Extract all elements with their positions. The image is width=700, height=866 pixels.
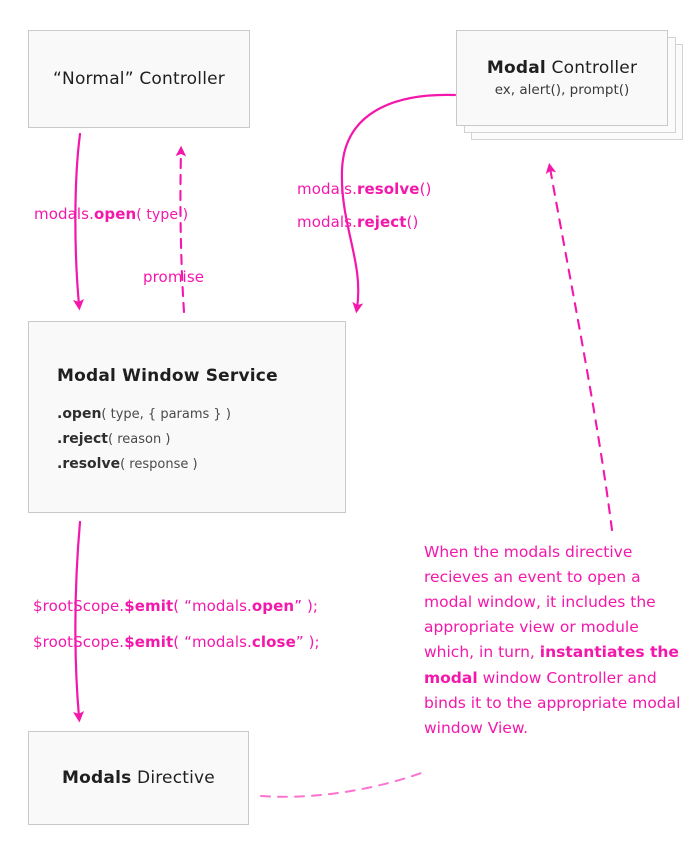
edge-promise-arrow (175, 145, 187, 314)
node-normal-controller-label-rest: Controller (133, 69, 225, 89)
node-modals-directive-label-rest: Directive (131, 768, 215, 788)
edge-label-modals-reject-prefix: modals. (297, 213, 357, 231)
node-normal-controller-label-quoted: “Normal” (53, 69, 134, 89)
service-method-resolve-name: .resolve (57, 455, 121, 472)
edge-label-modals-open-method: open (93, 205, 137, 223)
edge-label-emit-open-event: open (251, 597, 295, 615)
edge-label-emit-close-prefix: $rootScope. (33, 633, 125, 651)
service-method-open: .open( type, { params } ) (57, 402, 231, 427)
node-modal-controller-label: Modal Controller (487, 58, 637, 78)
edge-label-emit-open: $rootScope.$emit( “modals.open” ); (33, 597, 318, 615)
edge-label-emit-open-close: ” ); (294, 597, 319, 615)
annotation-part-1: When the modals directive recieves an ev… (424, 543, 656, 662)
edge-label-modals-open: modals.open( type ) (34, 205, 188, 223)
service-method-reject-args: ( reason ) (108, 431, 171, 447)
edge-directive-to-annotation-link (260, 771, 425, 798)
node-modal-controller[interactable]: Modal Controller ex, alert(), prompt() (456, 30, 668, 126)
edge-label-modals-resolve-prefix: modals. (297, 180, 357, 198)
edge-label-modals-reject-args: () (406, 213, 419, 231)
node-normal-controller-label: “Normal” Controller (53, 69, 225, 89)
edge-modals-resolve-reject-arrow (340, 93, 457, 314)
edge-label-modals-reject-method: reject (356, 213, 407, 231)
node-modal-controller-label-rest: Controller (545, 58, 638, 78)
edge-label-modals-resolve-args: () (419, 180, 432, 198)
node-modals-directive[interactable]: Modals Directive (28, 731, 249, 825)
service-method-resolve: .resolve( response ) (57, 452, 198, 477)
edge-label-emit-open-prefix: $rootScope. (33, 597, 125, 615)
node-modal-controller-subtitle: ex, alert(), prompt() (494, 82, 630, 98)
edge-label-modals-open-args: ( type ) (136, 207, 189, 223)
node-modal-window-service-title: Modal Window Service (57, 366, 278, 386)
node-normal-controller[interactable]: “Normal” Controller (28, 30, 250, 128)
edge-label-emit-close: $rootScope.$emit( “modals.close” ); (33, 633, 320, 651)
edge-label-emit-close-event: close (251, 633, 296, 651)
edge-label-promise-text: promise (143, 268, 205, 286)
edge-label-modals-resolve: modals.resolve() (297, 180, 431, 198)
node-modal-controller-label-strong: Modal (486, 58, 546, 78)
edge-label-emit-open-method: $emit (124, 597, 174, 615)
service-method-open-name: .open (57, 406, 102, 422)
service-method-resolve-args: ( response ) (120, 456, 198, 472)
annotation-text: When the modals directive recieves an ev… (424, 540, 686, 741)
edge-label-emit-close-method: $emit (124, 633, 174, 651)
node-modals-directive-label-strong: Modals (62, 768, 132, 788)
node-modals-directive-label: Modals Directive (62, 768, 215, 788)
edge-label-emit-close-paren: ( “modals. (173, 633, 252, 651)
edge-label-modals-open-prefix: modals. (34, 205, 94, 223)
edge-label-emit-open-paren: ( “modals. (173, 597, 252, 615)
edge-label-modals-reject: modals.reject() (297, 213, 418, 231)
node-modal-window-service[interactable]: Modal Window Service .open( type, { para… (28, 321, 346, 513)
annotation-bold-run: instantiates the modal (424, 643, 679, 687)
edge-label-modals-resolve-method: resolve (356, 180, 420, 198)
service-method-reject: .reject( reason ) (57, 427, 170, 452)
edge-annotation-to-modal-controller-arrow (545, 162, 614, 532)
edge-rootscope-emit-arrow (73, 520, 84, 723)
service-method-open-args: ( type, { params } ) (101, 407, 231, 422)
edge-label-promise: promise (143, 268, 204, 286)
service-method-reject-name: .reject (57, 430, 109, 447)
annotation-part-2: window Controller and binds it to the ap… (424, 668, 681, 737)
edge-label-emit-close-close: ” ); (295, 633, 320, 651)
